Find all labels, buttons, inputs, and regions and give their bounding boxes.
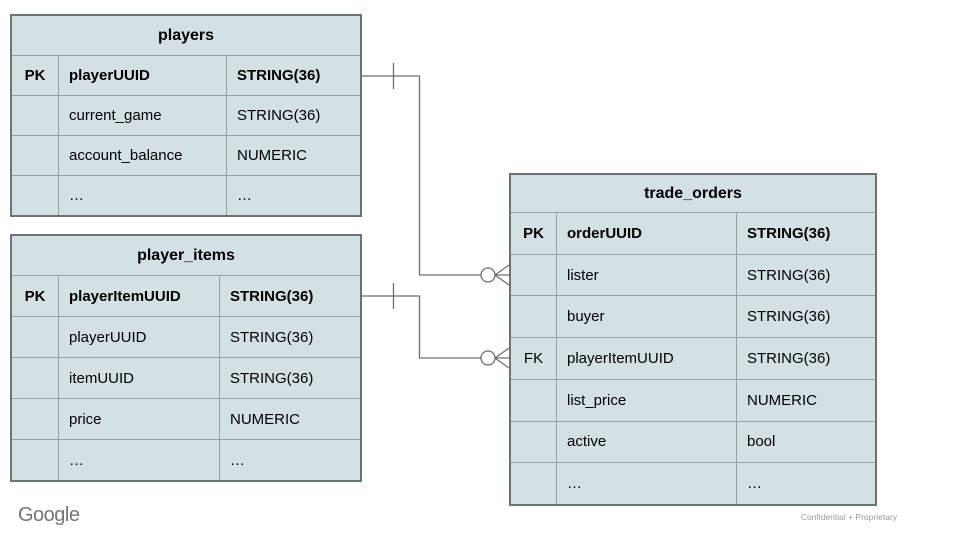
field-name-cell: current_game [58,95,226,135]
field-name-cell: lister [556,253,736,296]
key-cell [12,316,58,357]
field-name-cell: price [58,398,219,439]
key-cell [511,420,556,463]
field-type-cell: STRING(36) [219,275,360,316]
key-cell: FK [511,337,556,379]
table-title: trade_orders [644,184,742,202]
key-cell [511,253,556,296]
field-name-cell: itemUUID [58,357,219,398]
field-name-cell: orderUUID [556,212,736,254]
field-type-cell: … [226,175,360,215]
relationship-players-to-trade-orders [362,63,510,286]
key-cell: PK [12,275,58,316]
crow-foot-icon [494,264,510,286]
field-type-cell: STRING(36) [736,253,875,296]
key-cell [12,135,58,175]
field-name-cell: playerItemUUID [556,337,736,379]
confidential-note: Confidential + Proprietary [800,512,897,522]
field-type-cell: STRING(36) [736,337,875,379]
key-cell [511,462,556,504]
connector-line [362,295,481,359]
key-cell: PK [12,55,58,95]
field-type-cell: NUMERIC [736,378,875,421]
field-type-cell: … [736,462,875,504]
key-cell [511,295,556,337]
key-cell [12,398,58,439]
field-type-cell: NUMERIC [219,398,360,439]
key-cell: PK [511,212,556,254]
crow-foot-icon [494,347,510,369]
key-cell [12,357,58,398]
field-type-cell: bool [736,420,875,463]
relationship-player-items-to-trade-orders [362,283,510,369]
table-title: players [157,26,215,44]
entity-table-player-items: player_items PK playerItemUUID STRING(36… [10,234,362,482]
field-type-cell: NUMERIC [226,135,360,175]
field-name-cell: account_balance [58,135,226,175]
entity-table-players: players PK playerUUID STRING(36) current… [10,14,362,217]
cardinality-zero-circle-icon [480,350,496,366]
field-name-cell: playerItemUUID [58,275,219,316]
field-name-cell: list_price [556,378,736,421]
field-type-cell: STRING(36) [219,316,360,357]
key-cell [12,175,58,215]
key-cell [12,439,58,480]
field-name-cell: active [556,420,736,463]
field-name-cell: playerUUID [58,55,226,95]
field-type-cell: … [219,439,360,480]
field-name-cell: … [58,175,226,215]
field-name-cell: buyer [556,295,736,338]
table-title: player_items [137,246,235,264]
key-cell [12,95,58,135]
field-type-cell: STRING(36) [219,357,360,398]
field-name-cell: … [58,439,219,480]
google-logo: Google [18,504,80,526]
field-type-cell: STRING(36) [736,212,875,254]
cardinality-zero-circle-icon [480,267,496,283]
field-name-cell: … [556,462,736,504]
field-type-cell: STRING(36) [226,95,360,135]
entity-table-trade-orders: trade_orders PK orderUUID STRING(36) lis… [509,173,877,506]
field-type-cell: STRING(36) [736,295,875,338]
connector-line [362,75,481,276]
key-cell [511,378,556,421]
field-name-cell: playerUUID [58,316,219,357]
field-type-cell: STRING(36) [226,55,360,95]
